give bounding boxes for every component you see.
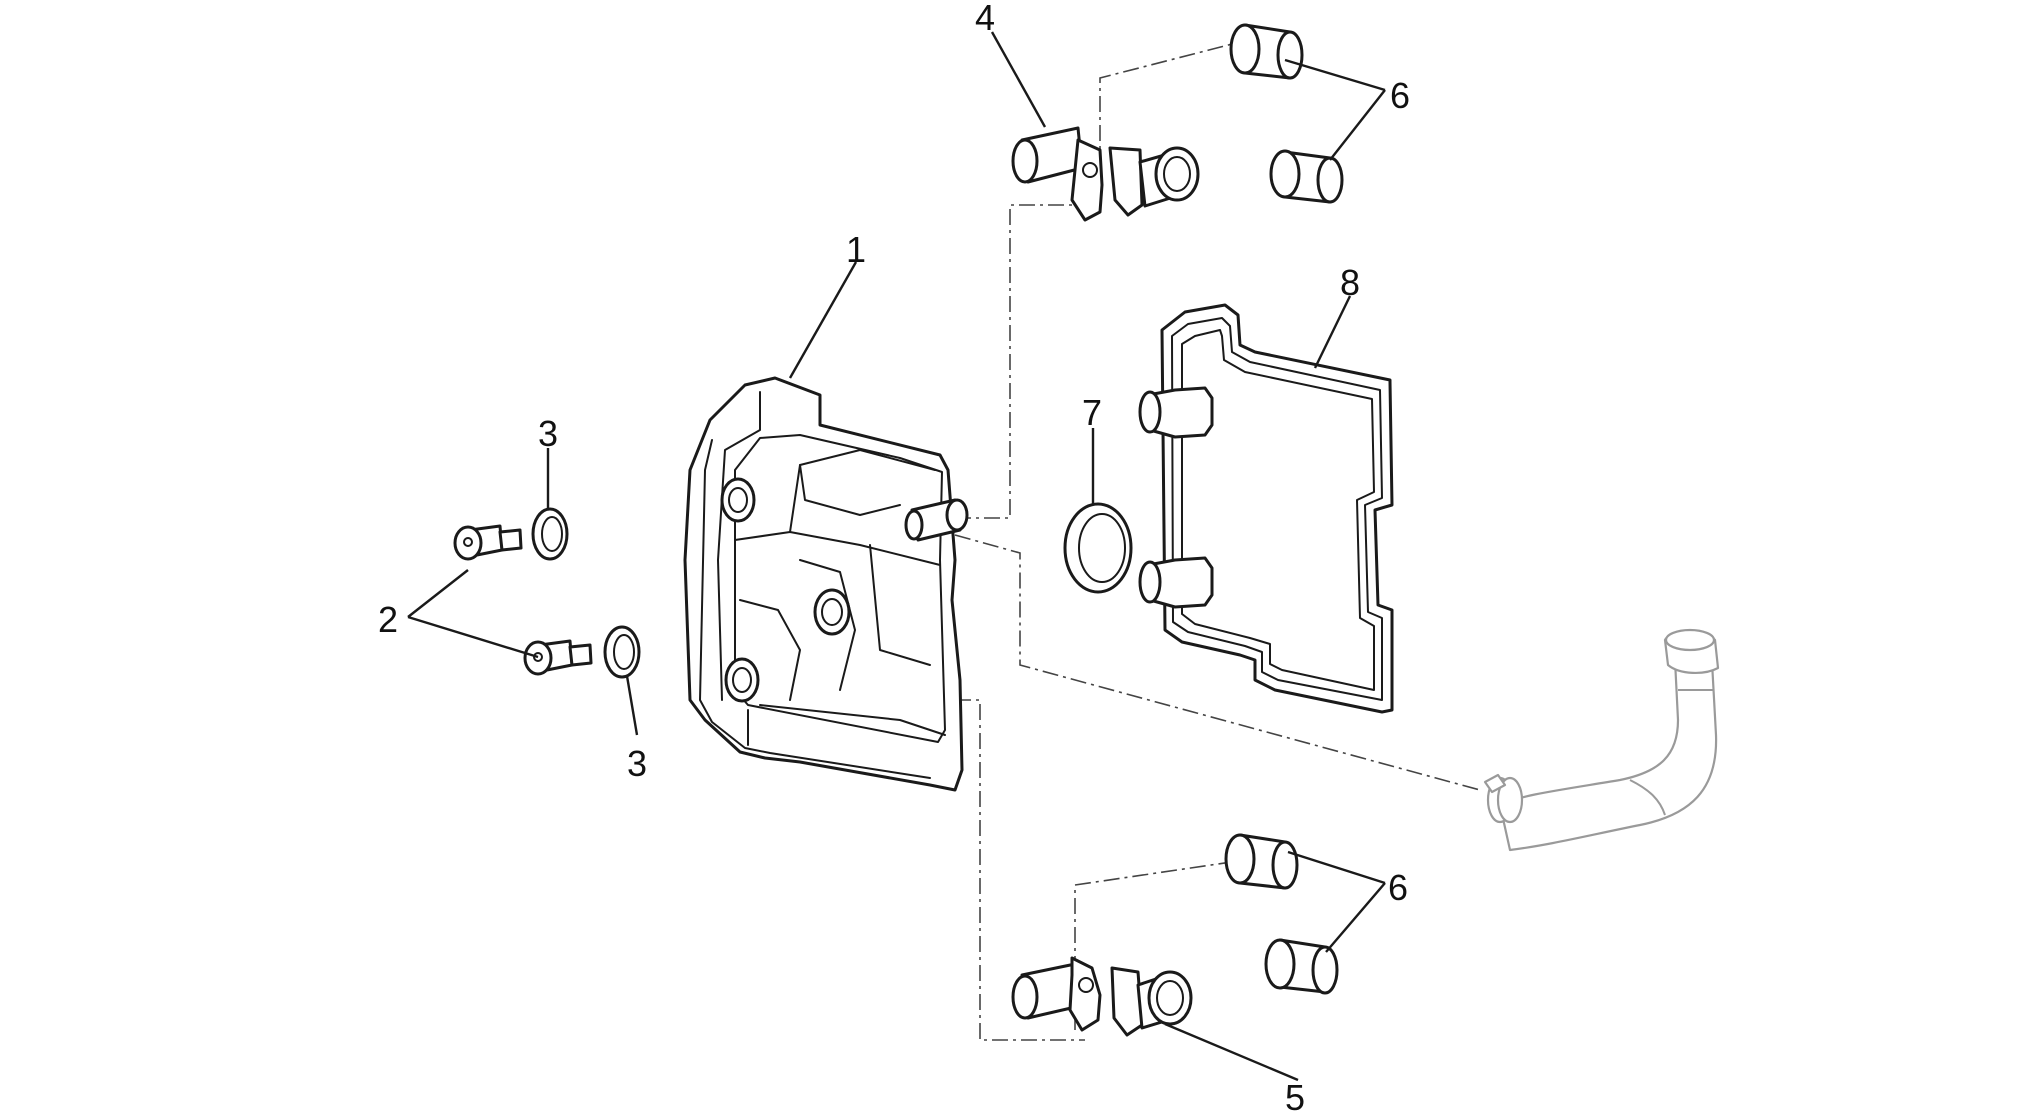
cap-upper-1 [1229,23,1304,80]
cap-upper-2 [1269,149,1344,204]
callout-8: 8 [1340,262,1360,303]
callout-labels: 1 2 3 3 4 5 6 6 7 8 [378,0,1410,1117]
cap-lower-2 [1264,938,1339,995]
bolt-lower [523,639,593,676]
hose-clamp [1483,773,1524,824]
callout-1: 1 [846,229,866,270]
callout-3-upper: 3 [538,413,558,454]
callout-3-lower: 3 [627,743,647,784]
alignment-lines [954,41,1481,1041]
callout-2: 2 [378,599,398,640]
callout-7: 7 [1082,392,1102,433]
callout-6-lower: 6 [1388,867,1408,908]
lower-plug-assembly [1011,956,1193,1037]
callout-4: 4 [975,0,995,38]
gasket [1138,303,1394,714]
valve-cover [683,376,969,792]
callout-6-upper: 6 [1390,75,1410,116]
cap-lower-1 [1224,833,1299,890]
callout-5: 5 [1285,1077,1305,1117]
leader-lines [407,31,1386,1082]
washer-lower [603,625,641,679]
bolt-upper [453,524,523,561]
o-ring [1063,502,1133,594]
breather-hose [1498,628,1720,852]
washer-upper [531,507,569,561]
upper-plug-assembly [1011,126,1200,222]
